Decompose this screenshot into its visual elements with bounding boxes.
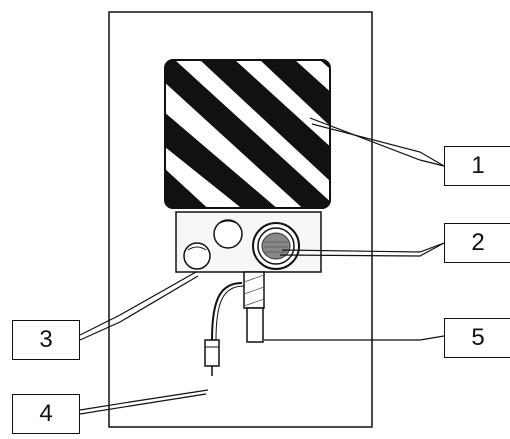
round-indicator-top — [213, 219, 243, 249]
callout-label-1: 1 — [444, 146, 510, 186]
round-indicator-left — [183, 242, 211, 270]
callout-label-4: 4 — [12, 394, 80, 434]
leader-line-4 — [79, 389, 209, 411]
warning-stripes — [165, 60, 330, 208]
callout-label-2: 2 — [444, 223, 510, 263]
leader-lines — [79, 117, 445, 415]
lens — [252, 222, 300, 270]
callout-label-5: 5 — [444, 318, 510, 358]
leader-line-2b — [281, 242, 445, 253]
leader-line-1b — [311, 123, 445, 167]
leader-line-3 — [79, 271, 197, 336]
callout-label-3: 3 — [12, 320, 80, 360]
striped-warning-sign — [164, 59, 331, 209]
leader-line-4b — [79, 393, 207, 415]
leader-line-2 — [279, 242, 445, 257]
leader-line-5 — [264, 335, 445, 341]
leader-line-1 — [309, 117, 445, 167]
leader-line-3b — [79, 275, 199, 341]
mounting-post — [243, 271, 265, 343]
cable-with-connector — [204, 282, 245, 376]
